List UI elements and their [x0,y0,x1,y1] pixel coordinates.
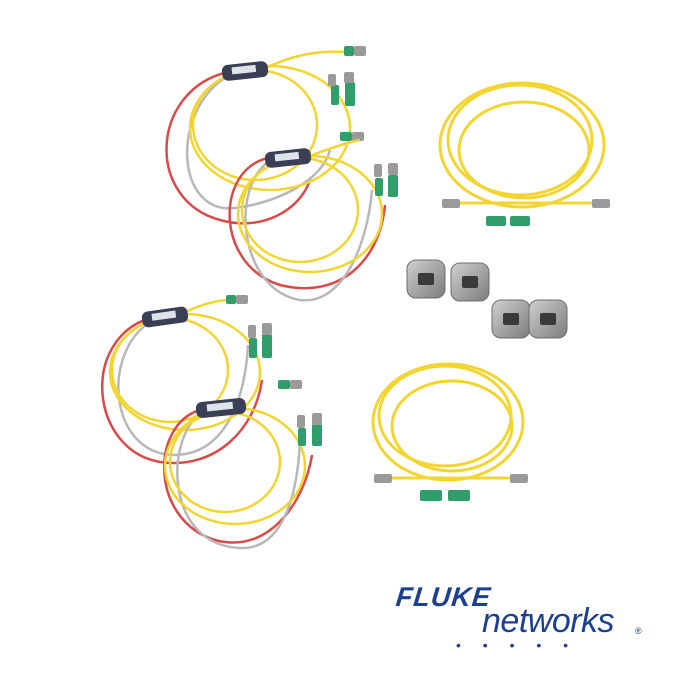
registered-mark: ® [635,626,642,636]
mpo-connector-green [340,132,352,141]
mpo-connector-green [345,82,355,106]
breakout-cord-set-top-b [228,138,398,302]
mpo-dust-cap-green [486,216,506,226]
mpo-adapters [406,259,568,339]
trunk-cord-bottom [371,362,528,501]
yellow-lead-cable [261,50,346,72]
connector-boot-gray [290,380,302,389]
mpo-dust-cap-green [420,490,442,501]
yellow-lead-cable [304,138,361,160]
splitter-label [151,310,177,321]
red-fanout-cable [162,408,314,544]
connector-boot-gray [388,163,398,175]
mpo-connector-green [375,178,383,196]
connector-boot-gray [248,325,256,338]
yellow-lead-cable [184,298,231,314]
breakout-cord-set-bottom-b [162,398,322,550]
bulkhead-adapter [491,299,531,339]
mpo-dust-cap-green [510,216,530,226]
splitter-label [231,64,257,75]
connector-boot-gray [352,132,364,141]
mpo-dust-cap-green [448,490,470,501]
gray-fanout-cable [244,160,374,302]
connector-boot-gray [354,46,366,56]
connector-boot-gray [374,474,392,483]
connector-boot-gray [344,72,354,83]
logo-word-fluke: FLUKE [394,582,493,612]
connector-boot-gray [374,164,382,177]
bulkhead-adapter [406,259,446,299]
red-fanout-cable [165,70,312,225]
red-fanout-cable [228,156,387,290]
red-fanout-cable [101,316,264,465]
mpo-connector-green [262,334,272,358]
yellow-fiber-loop [188,64,352,192]
splitter-label [206,401,234,412]
gray-fanout-cable [176,412,302,550]
mpo-connector-green [226,295,236,304]
connector-boot-gray [510,474,528,483]
bulkhead-adapter [450,262,490,302]
yellow-fiber-coil [371,362,525,482]
splitter-label [274,151,300,162]
mpo-connector-green [388,175,398,197]
logo-dots: • • • • • [456,637,578,653]
connector-boot-gray [297,415,305,428]
yellow-fiber-loop [236,154,384,274]
fluke-networks-logo: FLUKE networks ® • • • • • [388,582,658,653]
bulkhead-adapter [528,299,568,339]
yellow-fiber-coil [446,83,594,197]
connector-boot-gray [328,74,336,86]
trunk-cord-top [438,81,610,226]
logo-word-networks: networks [482,602,615,640]
mpo-connector-green [298,428,306,446]
mpo-connector-green [278,380,290,389]
connector-boot-gray [262,323,272,335]
yellow-fiber-coil [457,100,591,200]
yellow-fiber-loop [163,406,307,526]
breakout-cord-set-top-a [165,46,366,225]
breakout-cord-set-bottom-a [101,295,302,465]
yellow-fiber-coil [390,379,514,473]
connector-boot-gray [442,199,460,208]
yellow-fiber-coil [438,81,606,209]
mpo-connector-green [331,85,339,105]
mpo-connector-green [249,338,257,358]
mpo-connector-green [344,46,354,56]
mpo-connector-green [312,424,322,446]
connector-boot-gray [592,199,610,208]
connector-boot-gray [236,295,248,304]
connector-boot-gray [312,413,322,425]
